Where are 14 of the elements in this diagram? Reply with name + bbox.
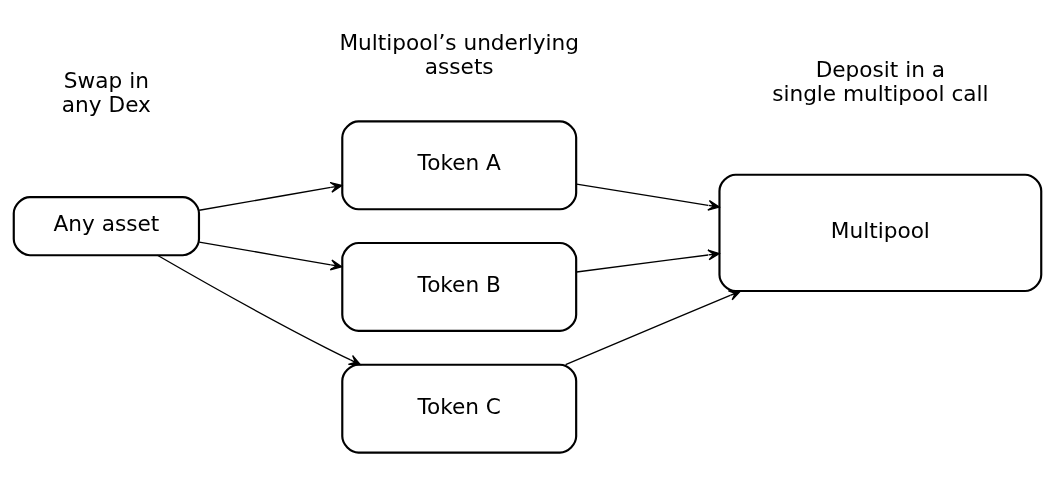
- arrow: [575, 183, 720, 211]
- node-box: Multipool: [718, 173, 1043, 293]
- arrow: [564, 290, 741, 366]
- label: Deposit in a single multipool call: [772, 57, 989, 107]
- arrow: [156, 254, 361, 366]
- arrow: [575, 249, 720, 273]
- node-box: Any asset: [12, 196, 201, 257]
- node-box: Token B: [341, 241, 578, 332]
- node-box: Token C: [341, 363, 578, 454]
- label: Swap in any Dex: [61, 67, 151, 118]
- arrow: [198, 241, 343, 271]
- arrow: [198, 181, 343, 211]
- label: Multipool’s underlying assets: [339, 30, 580, 80]
- node-box: Token A: [341, 120, 578, 211]
